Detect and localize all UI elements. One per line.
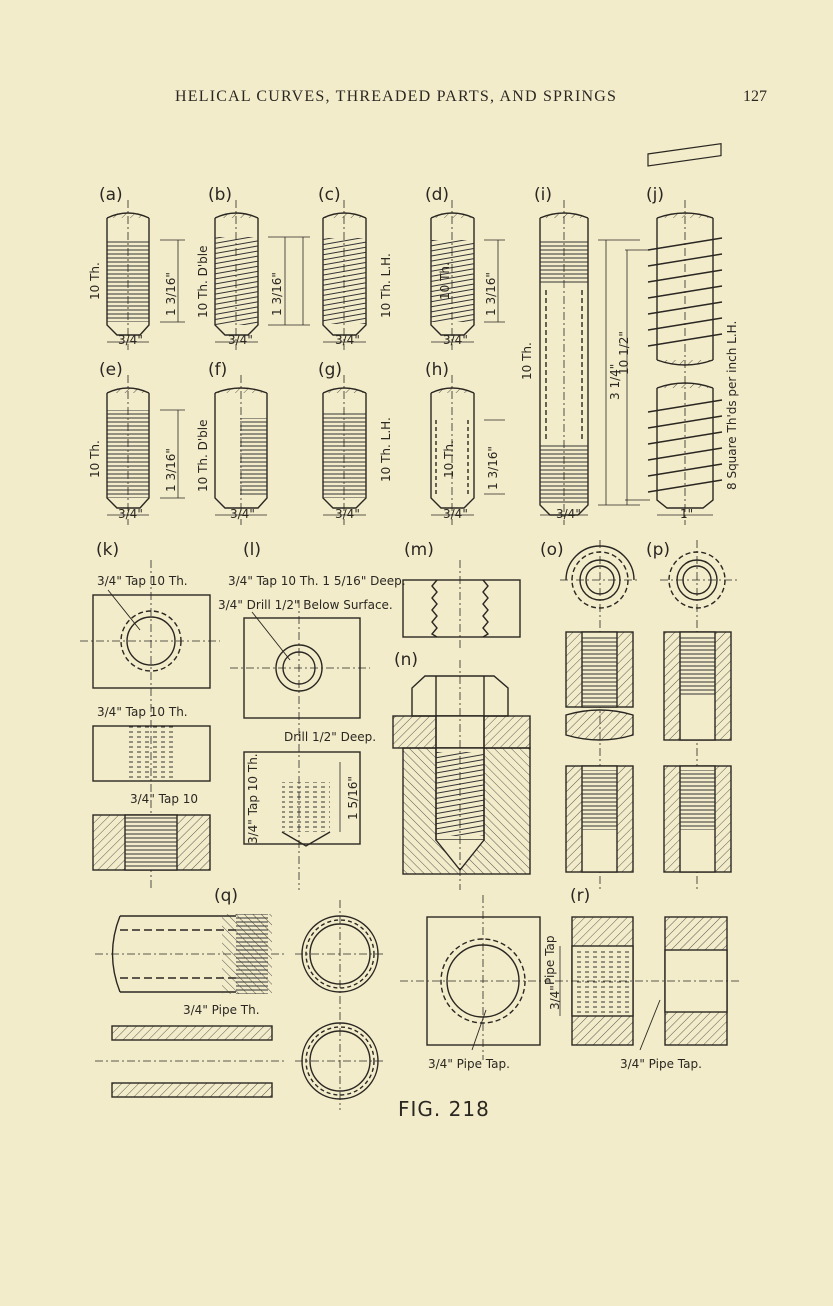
dim-j-dia: 1" — [680, 507, 694, 521]
note-k-tap-section: 3/4" Tap 10 Th. — [97, 705, 188, 719]
panel-label-p: (p) — [646, 540, 671, 560]
rod-i — [539, 200, 640, 525]
dim-b-dia: 3/4" — [228, 333, 253, 347]
panel-label-l: (l) — [243, 540, 261, 560]
note-r-pipe-tap-right: 3/4" Pipe Tap. — [620, 1057, 702, 1071]
page-number: 127 — [743, 88, 767, 105]
shaft-a — [106, 200, 185, 350]
panel-label-j: (j) — [646, 185, 664, 205]
note-k-tap: 3/4" Tap 10 Th. — [97, 574, 188, 588]
note-r-pipe-tap-left: 3/4" Pipe Tap. — [428, 1057, 510, 1071]
note-h-threads: 10 Th. — [442, 440, 456, 478]
note-l-drill: 3/4" Drill 1/2" Below Surface. — [218, 598, 393, 612]
panel-label-e: (e) — [99, 360, 123, 380]
block-m — [402, 560, 521, 650]
dim-i-dia: 3/4" — [556, 507, 581, 521]
shaft-h — [430, 375, 505, 525]
note-l-tap: 3/4" Tap 10 Th. 1 5/16" Deep. — [228, 574, 406, 588]
note-d-threads: 10 Th. — [438, 262, 452, 300]
panel-label-i: (i) — [534, 185, 552, 205]
note-r-pipe-tap-vertical: Pipe Tap — [543, 935, 557, 985]
pipe-tap-r — [400, 895, 740, 1060]
panel-label-k: (k) — [96, 540, 120, 560]
panel-label-f: (f) — [208, 360, 228, 380]
shaft-c — [322, 200, 367, 350]
note-i-threads: 10 Th. — [520, 342, 534, 380]
block-l — [230, 600, 370, 890]
note-a-threads: 10 Th. — [88, 262, 102, 300]
bolt-n — [392, 660, 531, 890]
panel-label-q: (q) — [214, 886, 239, 906]
panel-label-b: (b) — [208, 185, 233, 205]
panel-label-g: (g) — [318, 360, 343, 380]
note-e-threads: 10 Th. — [88, 440, 102, 478]
dim-e-dia: 3/4" — [118, 507, 143, 521]
block-k — [80, 560, 220, 890]
panel-label-a: (a) — [99, 185, 123, 205]
note-c-threads: 10 Th. L.H. — [379, 253, 393, 318]
shaft-d — [430, 200, 505, 350]
shaft-e — [106, 375, 185, 525]
panel-label-n: (n) — [394, 650, 419, 670]
dim-f-dia: 3/4" — [230, 507, 255, 521]
panel-label-r: (r) — [570, 886, 591, 906]
dim-g-dia: 3/4" — [335, 507, 360, 521]
note-k-tap-lower: 3/4" Tap 10 — [130, 792, 199, 806]
tube-o — [560, 540, 640, 890]
shaft-b — [214, 200, 310, 350]
note-l-tap-vertical: 3/4" Tap 10 Th. — [246, 753, 260, 844]
note-q-pipe: 3/4" Pipe Th. — [183, 1003, 260, 1017]
dim-a-dia: 3/4" — [118, 333, 143, 347]
dim-a-length: 1 3/16" — [164, 272, 178, 316]
dim-d-dia: 3/4" — [443, 333, 468, 347]
note-b-threads: 10 Th. D'ble — [196, 245, 210, 318]
dim-b-length: 1 3/16" — [270, 272, 284, 316]
dim-c-dia: 3/4" — [335, 333, 360, 347]
dim-d-length: 1 3/16" — [484, 272, 498, 316]
dim-r: 3/4" — [548, 985, 562, 1010]
note-l-drill-deep: Drill 1/2" Deep. — [284, 730, 377, 744]
dim-j-length: 10 1/2" — [617, 331, 631, 375]
dim-h-length: 1 3/16" — [486, 446, 500, 490]
figure-caption: FIG. 218 — [398, 1097, 490, 1121]
panel-label-d: (d) — [425, 185, 450, 205]
running-header: HELICAL CURVES, THREADED PARTS, AND SPRI… — [175, 88, 618, 105]
dim-h-dia: 3/4" — [443, 507, 468, 521]
panel-label-m: (m) — [404, 540, 434, 560]
note-f-threads: 10 Th. D'ble — [196, 419, 210, 492]
panel-label-c: (c) — [318, 185, 341, 205]
panel-label-h: (h) — [425, 360, 450, 380]
note-g-threads: 10 Th. L.H. — [379, 417, 393, 482]
screw-j — [625, 142, 723, 525]
dim-l-depth: 1 5/16" — [346, 776, 360, 820]
panel-label-o: (o) — [540, 540, 564, 560]
shaft-f — [214, 375, 268, 525]
note-j-threads: 8 Square Th'ds per inch L.H. — [725, 320, 739, 490]
shaft-g — [322, 375, 367, 525]
tube-p — [660, 540, 740, 890]
pipe-q — [95, 900, 385, 1110]
dim-e-length: 1 3/16" — [164, 448, 178, 492]
